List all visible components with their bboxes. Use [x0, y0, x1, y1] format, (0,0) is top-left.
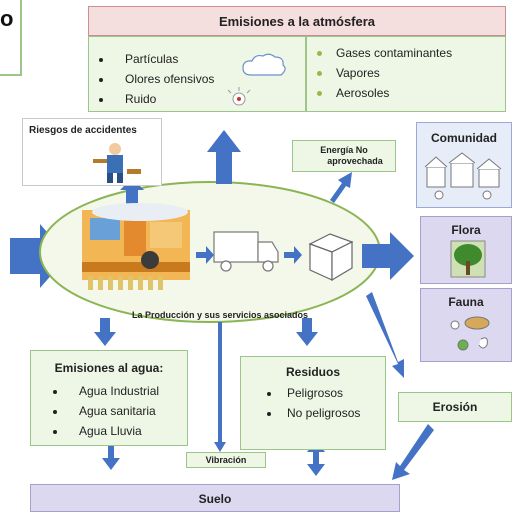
vibration-box: Vibración — [186, 452, 266, 468]
flora-title: Flora — [451, 223, 481, 237]
list-item: Partículas — [99, 49, 214, 69]
noise-icon — [227, 87, 251, 106]
air-emissions-right-list: Gases contaminantes Vapores Aerosoles — [317, 43, 452, 103]
arrow-erosion-soil — [392, 424, 434, 480]
down-arrow-waste — [296, 318, 318, 346]
animals-icon — [450, 316, 490, 351]
accidents-title: Riesgos de accidentes — [29, 125, 137, 136]
list-item: Aerosoles — [317, 83, 452, 103]
accidents-box: Riesgos de accidentes — [22, 118, 162, 186]
cloud-icon — [242, 53, 286, 76]
inner-arrow-2 — [284, 246, 302, 264]
energy-box: Energía No aprovechada — [292, 140, 396, 172]
air-emissions-right-box: Gases contaminantes Vapores Aerosoles — [306, 36, 506, 112]
worker-icon — [93, 143, 141, 183]
list-item: Agua Lluvia — [53, 421, 159, 441]
energy-line-2: aprovechada — [327, 156, 383, 166]
down-arrow-water — [94, 318, 116, 346]
waste-box: Residuos Peligrosos No peligrosos — [240, 356, 386, 450]
town-icon — [424, 152, 502, 200]
waste-list: Peligrosos No peligrosos — [267, 383, 360, 423]
air-emissions-title: Emisiones a la atmósfera — [218, 14, 376, 29]
list-item: Vapores — [317, 63, 452, 83]
arrow-energy — [330, 172, 352, 203]
list-item: No peligrosos — [267, 403, 360, 423]
air-emissions-left-box: Partículas Olores ofensivos Ruido — [88, 36, 306, 112]
community-box: Comunidad — [416, 122, 512, 208]
erosion-title: Erosión — [432, 400, 478, 414]
fauna-box: Fauna — [420, 288, 512, 362]
soil-box: Suelo — [30, 484, 400, 512]
energy-line-1: Energía No — [320, 145, 368, 155]
community-title: Comunidad — [431, 131, 497, 145]
list-item: Ruido — [99, 89, 214, 109]
output-arrow — [362, 232, 414, 280]
flora-box: Flora — [420, 216, 512, 284]
production-label: La Producción y sus servicios asociados — [131, 310, 309, 320]
list-item: Peligrosos — [267, 383, 360, 403]
tree-icon — [450, 240, 486, 278]
truck-illustration — [213, 231, 279, 272]
water-emissions-list: Agua Industrial Agua sanitaria Agua Lluv… — [53, 381, 159, 441]
air-emissions-left-list: Partículas Olores ofensivos Ruido — [99, 49, 214, 109]
corner-box: o — [0, 0, 22, 76]
vibration-line — [218, 322, 222, 446]
vibration-title: Vibración — [205, 455, 247, 465]
erosion-box: Erosión — [398, 392, 512, 422]
soil-title: Suelo — [198, 492, 232, 506]
factory-illustration — [82, 203, 190, 290]
fauna-title: Fauna — [448, 295, 484, 309]
up-arrow-air — [207, 130, 241, 184]
inner-arrow-1 — [196, 246, 214, 264]
air-emissions-header: Emisiones a la atmósfera — [88, 6, 506, 36]
waste-title: Residuos — [285, 365, 340, 379]
corner-label: o — [0, 6, 14, 31]
arrow-erosion — [366, 292, 404, 378]
list-item: Agua Industrial — [53, 381, 159, 401]
package-illustration — [308, 233, 354, 282]
energy-label: Energía No aprovechada — [293, 145, 395, 167]
water-emissions-box: Emisiones al agua: Agua Industrial Agua … — [30, 350, 188, 446]
vibration-arrowhead — [214, 442, 226, 452]
list-item: Agua sanitaria — [53, 401, 159, 421]
air-emissions-icons — [227, 53, 286, 106]
water-emissions-title: Emisiones al agua: — [54, 361, 164, 375]
list-item: Olores ofensivos — [99, 69, 214, 89]
list-item: Gases contaminantes — [317, 43, 452, 63]
